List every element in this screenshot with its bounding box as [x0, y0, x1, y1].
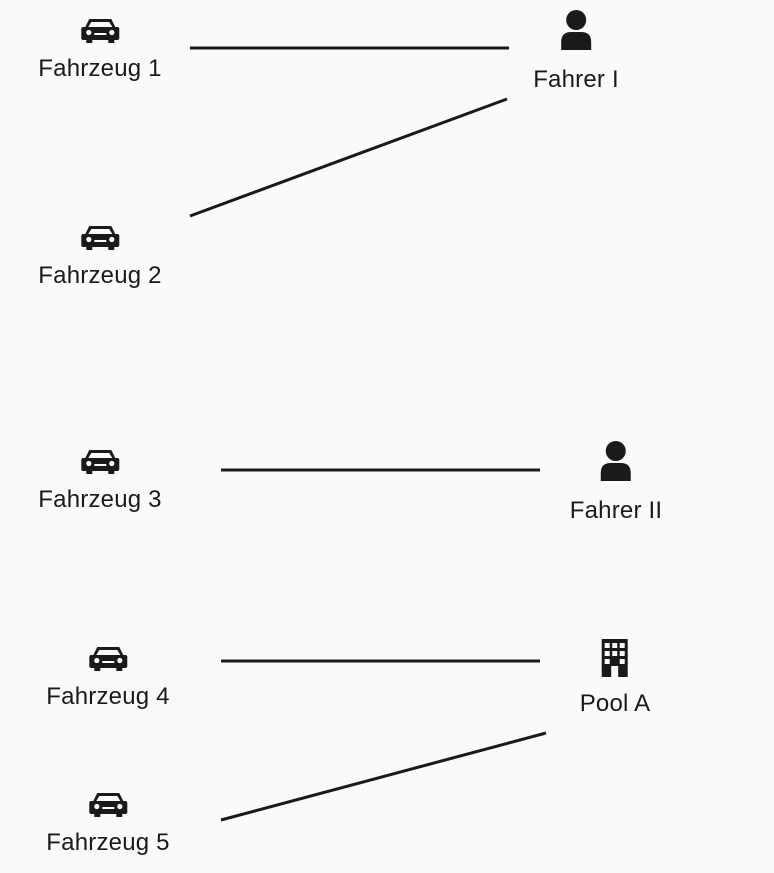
vehicle-node-3: Fahrzeug 3 — [38, 447, 162, 514]
car-icon — [81, 19, 119, 43]
pool-label: Pool A — [579, 690, 651, 717]
vehicle-node-1: Fahrzeug 1 — [38, 16, 162, 83]
driver-label: Fahrer I — [533, 66, 619, 93]
driver-label: Fahrer II — [569, 497, 663, 524]
building-icon — [602, 639, 628, 677]
link-fahrzeug-5-pool-a — [220, 731, 547, 822]
vehicle-label: Fahrzeug 4 — [46, 683, 170, 710]
vehicle-label: Fahrzeug 5 — [46, 829, 170, 856]
person-icon — [561, 10, 591, 50]
pool-node: Pool A — [580, 638, 651, 718]
car-icon — [89, 793, 127, 817]
car-icon — [81, 450, 119, 474]
vehicle-node-2: Fahrzeug 2 — [38, 223, 162, 290]
driver-node-2: Fahrer II — [570, 440, 663, 525]
car-icon — [81, 226, 119, 250]
vehicle-label: Fahrzeug 2 — [38, 262, 162, 289]
vehicle-label: Fahrzeug 1 — [38, 55, 162, 82]
vehicle-node-5: Fahrzeug 5 — [46, 790, 170, 857]
vehicle-label: Fahrzeug 3 — [38, 486, 162, 513]
vehicle-node-4: Fahrzeug 4 — [46, 644, 170, 711]
car-icon — [89, 647, 127, 671]
driver-node-1: Fahrer I — [533, 9, 619, 94]
link-fahrzeug-2-fahrer-1 — [189, 97, 508, 218]
person-icon — [601, 441, 631, 481]
